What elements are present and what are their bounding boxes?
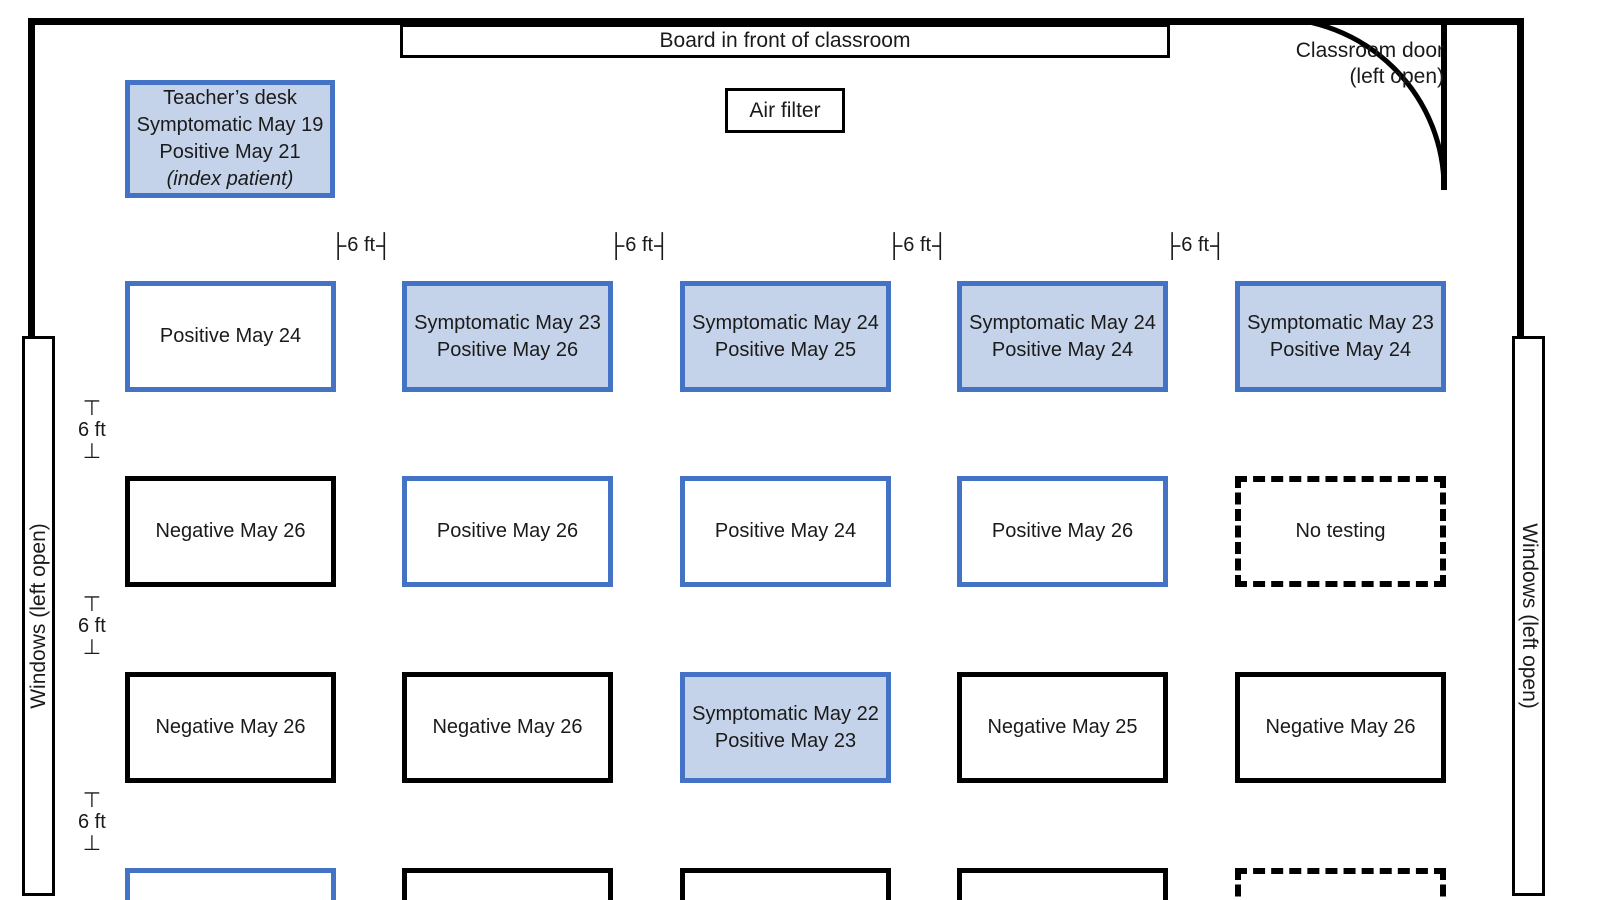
- desk-r3c3-line-1: Positive May 23: [714, 729, 857, 752]
- measure-cap-top-3: ⊤: [82, 789, 102, 812]
- door-label-line1: Classroom door: [1295, 39, 1444, 62]
- measure-label-h-3: 6 ft: [903, 234, 932, 256]
- measure-label-v-3: 6 ft: [78, 811, 106, 834]
- desk-r4c4: [957, 868, 1168, 900]
- board-label: Board in front of classroom: [659, 29, 911, 52]
- measure-cap-right-1: ┤: [376, 232, 393, 258]
- measure-cap-left-2: ├: [608, 232, 625, 258]
- desk-r1c5: Symptomatic May 23 Positive May 24: [1235, 281, 1446, 392]
- measure-label-h-2: 6 ft: [625, 234, 654, 256]
- measure-vertical-2: ⊤ 6 ft ⊥: [78, 593, 106, 660]
- measure-horizontal-4: ├ 6 ft ┤: [1164, 234, 1226, 257]
- desk-r4c3: [680, 868, 891, 900]
- desk-r1c3-line-1: Positive May 25: [714, 338, 857, 361]
- desk-r4c1: [125, 868, 336, 900]
- desk-r3c4: Negative May 25: [957, 672, 1168, 783]
- desk-r1c4-line-0: Symptomatic May 24: [969, 311, 1156, 334]
- desk-r3c1-line-0: Negative May 26: [155, 716, 306, 738]
- desk-r2c5-line-0: No testing: [1295, 520, 1386, 542]
- desk-r3c3: Symptomatic May 22 Positive May 23: [680, 672, 891, 783]
- measure-cap-right-2: ┤: [654, 232, 671, 258]
- teacher-desk-line-3: (index patient): [166, 168, 294, 190]
- wall-top: [28, 18, 1524, 25]
- desk-r1c2-line-1: Positive May 26: [436, 338, 579, 361]
- air-filter: Air filter: [725, 88, 845, 133]
- door-arc-icon: [1271, 15, 1447, 190]
- door-label-group: Classroom door (left open): [1264, 38, 1444, 91]
- board-in-front-of-classroom: Board in front of classroom: [400, 24, 1170, 58]
- measure-cap-top-1: ⊤: [82, 397, 102, 420]
- desk-r3c2: Negative May 26: [402, 672, 613, 783]
- teacher-desk: Teacher’s desk Symptomatic May 19 Positi…: [125, 80, 335, 198]
- desk-r3c5-line-0: Negative May 26: [1265, 716, 1416, 738]
- desk-r3c3-line-0: Symptomatic May 22: [692, 702, 879, 725]
- desk-r1c1: Positive May 24: [125, 281, 336, 392]
- measure-cap-right-4: ┤: [1210, 232, 1227, 258]
- measure-horizontal-3: ├ 6 ft ┤: [886, 234, 948, 257]
- desk-r1c4: Symptomatic May 24 Positive May 24: [957, 281, 1168, 392]
- measure-cap-left-3: ├: [886, 232, 903, 258]
- desk-r2c3: Positive May 24: [680, 476, 891, 587]
- desk-r2c2: Positive May 26: [402, 476, 613, 587]
- desk-r2c4-line-0: Positive May 26: [991, 520, 1134, 542]
- desk-r2c5-no-testing: No testing: [1235, 476, 1446, 587]
- measure-cap-right-3: ┤: [932, 232, 949, 258]
- desk-r4c5: [1235, 868, 1446, 900]
- measure-cap-top-2: ⊤: [82, 593, 102, 616]
- classroom-door: Classroom door (left open): [1271, 15, 1524, 208]
- desk-r2c4: Positive May 26: [957, 476, 1168, 587]
- measure-vertical-1: ⊤ 6 ft ⊥: [78, 397, 106, 464]
- measure-horizontal-2: ├ 6 ft ┤: [608, 234, 670, 257]
- desk-r1c3-line-0: Symptomatic May 24: [692, 311, 879, 334]
- desk-r1c5-line-0: Symptomatic May 23: [1247, 311, 1434, 334]
- measure-cap-left-1: ├: [330, 232, 347, 258]
- measure-vertical-3: ⊤ 6 ft ⊥: [78, 789, 106, 856]
- window-left: Windows (left open): [22, 336, 55, 896]
- desk-r2c1: Negative May 26: [125, 476, 336, 587]
- desk-r3c4-line-0: Negative May 25: [987, 716, 1138, 738]
- measure-label-v-2: 6 ft: [78, 615, 106, 638]
- window-left-label: Windows (left open): [26, 523, 50, 709]
- measure-cap-bottom-3: ⊥: [82, 832, 102, 856]
- window-right: Windows (left open): [1512, 336, 1545, 896]
- teacher-desk-line-0: Teacher’s desk: [163, 87, 297, 109]
- desk-r4c2: [402, 868, 613, 900]
- desk-r3c1: Negative May 26: [125, 672, 336, 783]
- desk-r3c5: Negative May 26: [1235, 672, 1446, 783]
- door-label-line2: (left open): [1349, 65, 1444, 89]
- teacher-desk-line-2: Positive May 21: [159, 141, 301, 163]
- desk-r1c2-line-0: Symptomatic May 23: [414, 311, 601, 334]
- desk-r2c2-line-0: Positive May 26: [436, 520, 579, 542]
- measure-cap-bottom-1: ⊥: [82, 440, 102, 464]
- measure-cap-bottom-2: ⊥: [82, 636, 102, 660]
- measure-horizontal-1: ├ 6 ft ┤: [330, 234, 392, 257]
- wall-left: [28, 18, 35, 340]
- desk-r3c2-line-0: Negative May 26: [432, 716, 583, 738]
- desk-r1c1-line-0: Positive May 24: [159, 325, 302, 347]
- desk-r1c2: Symptomatic May 23 Positive May 26: [402, 281, 613, 392]
- measure-label-v-1: 6 ft: [78, 419, 106, 442]
- desk-r2c3-line-0: Positive May 24: [714, 520, 857, 542]
- measure-cap-left-4: ├: [1164, 232, 1181, 258]
- measure-label-h-1: 6 ft: [347, 234, 376, 256]
- desk-r1c3: Symptomatic May 24 Positive May 25: [680, 281, 891, 392]
- air-filter-label: Air filter: [749, 98, 821, 122]
- teacher-desk-line-1: Symptomatic May 19: [136, 114, 324, 136]
- desk-r2c1-line-0: Negative May 26: [155, 520, 306, 542]
- desk-r1c5-line-1: Positive May 24: [1269, 338, 1412, 361]
- measure-label-h-4: 6 ft: [1181, 234, 1210, 256]
- wall-right: [1517, 18, 1524, 340]
- desk-r1c4-line-1: Positive May 24: [991, 338, 1134, 361]
- window-right-label: Windows (left open): [1517, 523, 1541, 709]
